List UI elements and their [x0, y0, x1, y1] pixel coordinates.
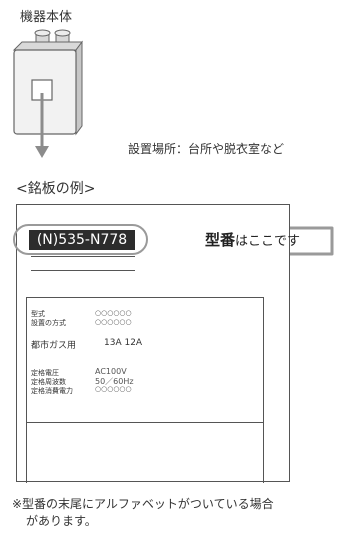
pipe-connectors-icon [34, 29, 71, 45]
spec-label-install-method: 設置の方式 [31, 319, 66, 327]
footnote: ※型番の末尾にアルファベットがついている場合 があります。 [12, 496, 274, 530]
spec-value-rated-frequency: 50／60Hz [95, 377, 134, 386]
unit-title: 機器本体 [20, 10, 73, 25]
spec-label-rated-frequency: 定格周波数 [31, 378, 66, 386]
callout-text: 型番はここです [205, 229, 300, 250]
install-location-text: 設置場所：台所や脱衣室など [128, 142, 285, 156]
spec-block-lower [26, 423, 264, 483]
nameplate [16, 204, 290, 482]
plate-divider [31, 256, 135, 257]
plate-divider [31, 270, 135, 271]
model-number-highlight [13, 224, 148, 255]
footnote-line-1: ※型番の末尾にアルファベットがついている場合 [12, 497, 274, 511]
footnote-line-2: があります。 [26, 514, 97, 528]
spec-block [26, 297, 264, 423]
callout-rest: はここです [235, 234, 301, 249]
water-heater-icon [12, 40, 83, 136]
model-number-box: (N)535-N778 [29, 230, 135, 250]
spec-label-model-type: 型式 [31, 310, 45, 318]
spec-label-rated-voltage: 定格電圧 [31, 369, 59, 377]
spec-value-city-gas: 13A 12A [104, 338, 143, 348]
spec-value-rated-power: ○○○○○○ [95, 385, 132, 393]
model-number: (N)535-N778 [36, 232, 128, 248]
spec-value-model-type: ○○○○○○ [95, 309, 132, 317]
callout-bold: 型番 [205, 231, 236, 249]
arrow-down-icon [35, 93, 49, 158]
spec-label-city-gas: 都市ガス用 [31, 341, 77, 351]
spec-value-rated-voltage: AC100V [95, 367, 127, 376]
spec-value-install-method: ○○○○○○ [95, 318, 132, 326]
spec-label-rated-power: 定格消費電力 [31, 387, 73, 395]
plate-example-heading: <銘板の例> [16, 181, 96, 197]
